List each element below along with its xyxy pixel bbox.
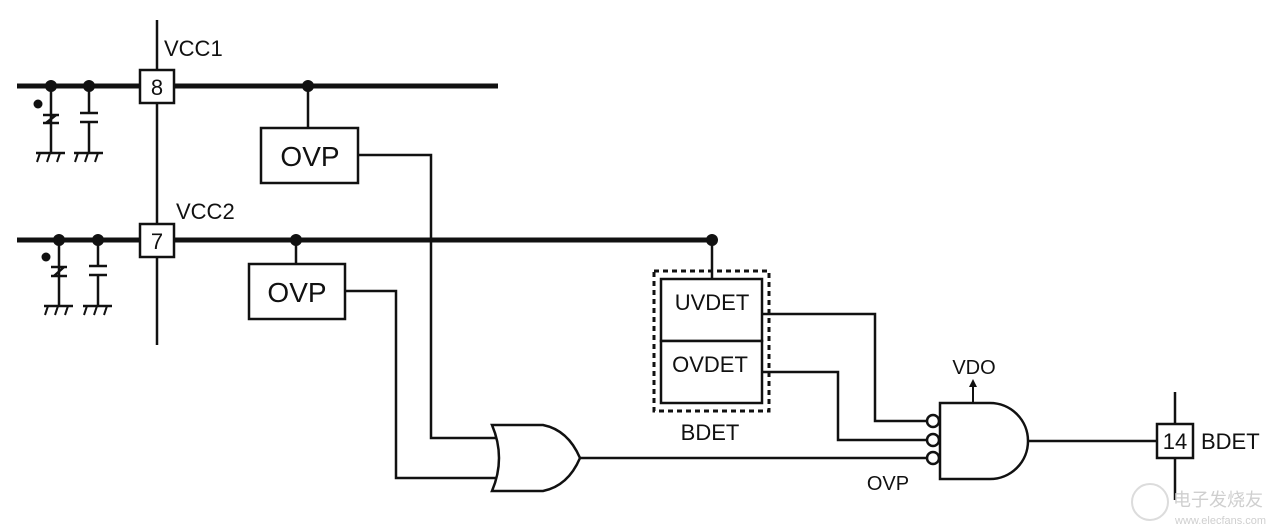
pin-7-box (138, 222, 176, 259)
and-input-inverter-1 (925, 413, 941, 429)
vcc2-zener-diode (41, 234, 67, 305)
ovp1-connection (302, 80, 314, 128)
ovdet-output-wire (762, 370, 927, 442)
pin-8-number: 8 (151, 75, 163, 100)
uvdet-block (659, 277, 764, 343)
vcc2-capacitor (89, 234, 107, 305)
pin-7-number: 7 (151, 229, 163, 254)
pin-8-box (138, 68, 176, 105)
ovp-input-label: OVP (867, 473, 909, 495)
and-input-inverter-2 (925, 432, 941, 448)
vcc2-ground-1-icon (44, 304, 73, 316)
bdet-pin-label: BDET (1201, 429, 1260, 454)
vcc2-label: VCC2 (176, 199, 235, 224)
bdet-group-label: BDET (681, 420, 740, 445)
and-gate (938, 401, 1030, 481)
uvdet-label: UVDET (675, 290, 750, 315)
ovp2-output-wire (345, 289, 497, 480)
ovp2-label: OVP (267, 277, 326, 308)
watermark-url: www.elecfans.com (1174, 515, 1266, 527)
ovdet-block (659, 339, 764, 405)
ovp1-label: OVP (280, 141, 339, 172)
pin-14-box (1155, 422, 1195, 460)
vcc1-capacitor (80, 80, 98, 152)
uvdet-output-wire (762, 312, 927, 423)
vcc1-ground-2-icon (74, 151, 103, 163)
watermark-brand: 电子发烧友 (1173, 490, 1263, 510)
ovp1-block (259, 126, 360, 185)
ovp2-connection (290, 234, 302, 264)
vcc1-label: VCC1 (164, 36, 223, 61)
pin-14-number: 14 (1163, 429, 1187, 454)
ovdet-label: OVDET (672, 352, 748, 377)
watermark-logo-icon (1131, 483, 1169, 521)
vdo-label: VDO (952, 357, 995, 379)
bdet-group-outline (652, 269, 771, 413)
watermark: 电子发烧友 www.elecfans.com (1131, 483, 1266, 527)
ovp1-output-wire (358, 153, 497, 440)
vcc2-ground-2-icon (83, 304, 112, 316)
ovp2-block (247, 262, 347, 321)
or-gate (490, 423, 582, 493)
vcc1-zener-diode (33, 80, 59, 152)
vcc1-ground-1-icon (36, 151, 65, 163)
and-input-inverter-3 (925, 450, 941, 466)
vdo-supply-arrow (969, 379, 977, 403)
